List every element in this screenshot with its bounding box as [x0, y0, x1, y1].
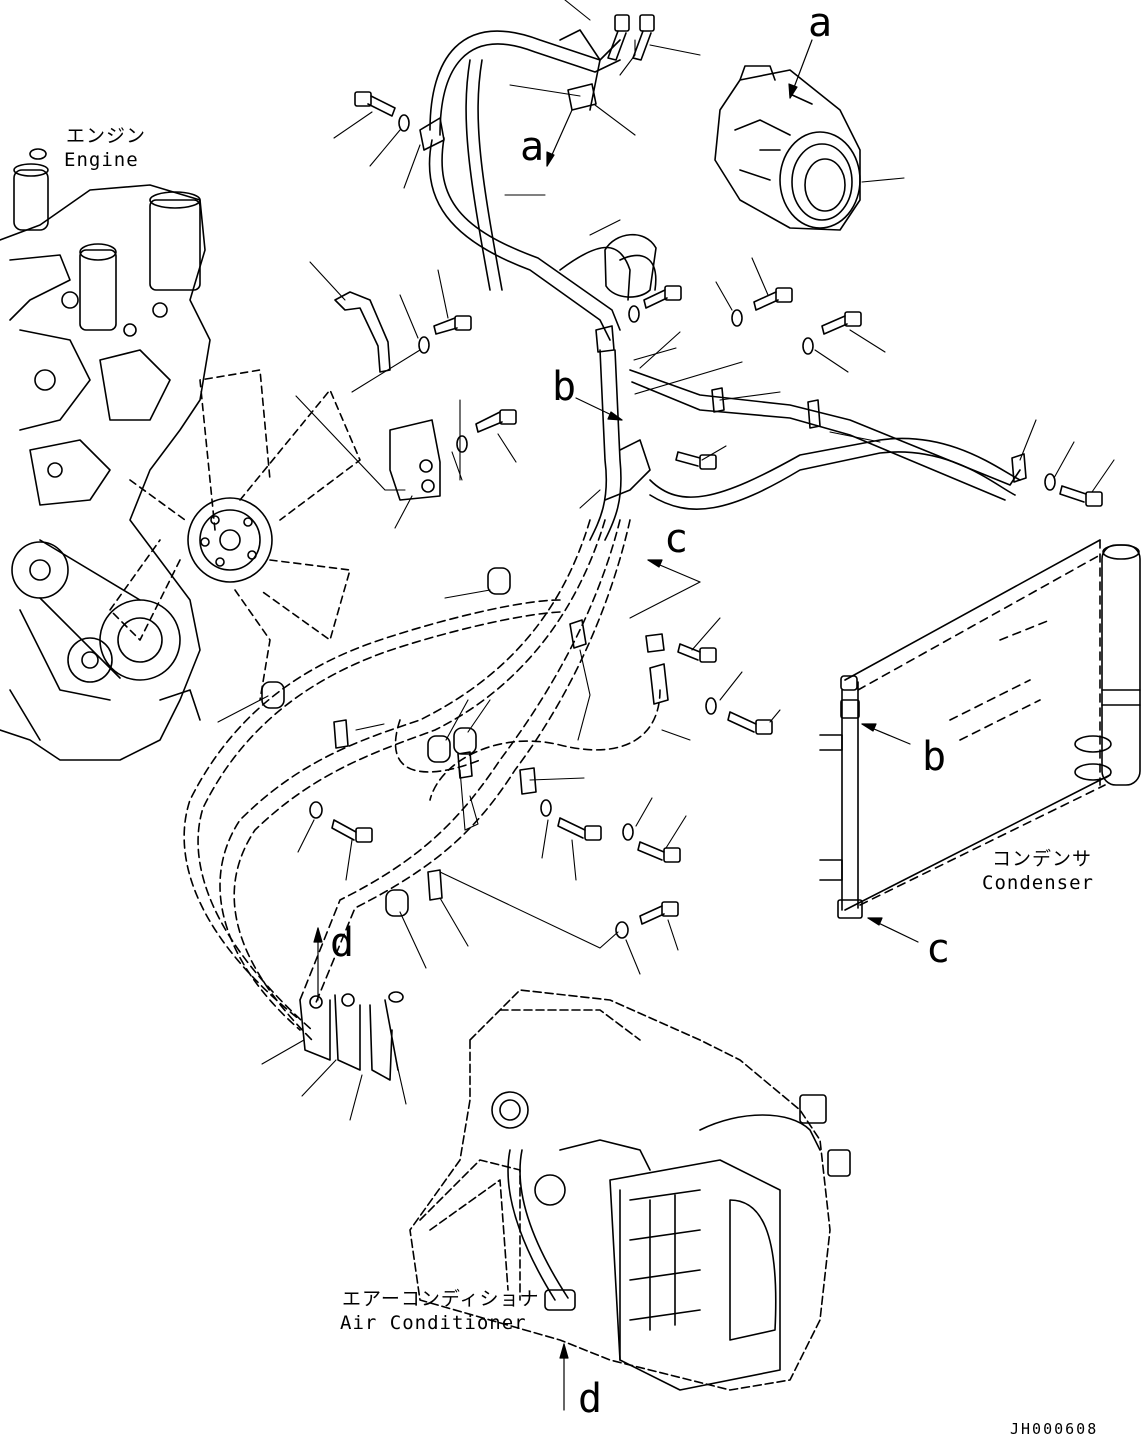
bolt-11	[331, 819, 373, 843]
condenser-drawing	[819, 539, 1141, 919]
bolt-3	[475, 409, 517, 433]
condenser-label-en: Condenser	[982, 872, 1094, 894]
bolt-15	[607, 14, 630, 61]
view-marker-a-compressor: a	[808, 0, 833, 46]
discharge-hose	[428, 29, 657, 341]
air-conditioner-label-jp: エアーコンディショナ	[342, 1288, 540, 1310]
bolt-13	[637, 841, 681, 863]
bolt-5	[753, 287, 793, 311]
bolt-7	[1059, 485, 1103, 507]
pipes-at-d	[299, 991, 404, 1081]
bolt-1	[354, 91, 396, 117]
bolt-6	[821, 311, 862, 335]
bolt-4	[643, 285, 682, 309]
condenser-core-dashed	[857, 539, 1106, 906]
engine-drawing	[0, 148, 211, 761]
view-marker-b-condenser: b	[922, 734, 947, 780]
bolt-2	[433, 315, 472, 335]
air-conditioner-unit-drawing	[409, 989, 831, 1391]
leader-lines	[217, 0, 1115, 1121]
bolt-9	[677, 643, 717, 663]
air-conditioner-detail	[491, 1091, 851, 1391]
compressor-drawing	[714, 65, 861, 231]
fan-hub	[187, 497, 273, 583]
view-marker-c-hose: c	[664, 516, 689, 562]
long-hoses-dashed	[183, 519, 661, 1041]
view-marker-b-hose: b	[552, 364, 577, 410]
engine-label-en: Engine	[64, 149, 139, 171]
engine-label-jp: エンジン	[66, 125, 147, 147]
fasteners	[261, 14, 1103, 939]
suction-pipe	[589, 349, 1021, 541]
view-marker-c-condenser: c	[926, 926, 951, 972]
bolt-12	[557, 817, 602, 841]
air-conditioner-label-en: Air Conditioner	[340, 1312, 527, 1334]
bolt-16	[632, 14, 655, 61]
bolt-10	[727, 711, 773, 735]
view-marker-a-hose: a	[520, 124, 545, 170]
bolt-8	[675, 451, 717, 470]
view-marker-d-pipes: d	[330, 920, 355, 966]
condenser-label-jp: コンデンサ	[992, 848, 1093, 870]
view-marker-d-unit: d	[578, 1376, 603, 1422]
view-arrows	[313, 39, 919, 1411]
drawing-code: JH000608	[1010, 1420, 1099, 1438]
cooling-fan-drawing	[109, 369, 361, 701]
bolt-14	[639, 901, 679, 925]
